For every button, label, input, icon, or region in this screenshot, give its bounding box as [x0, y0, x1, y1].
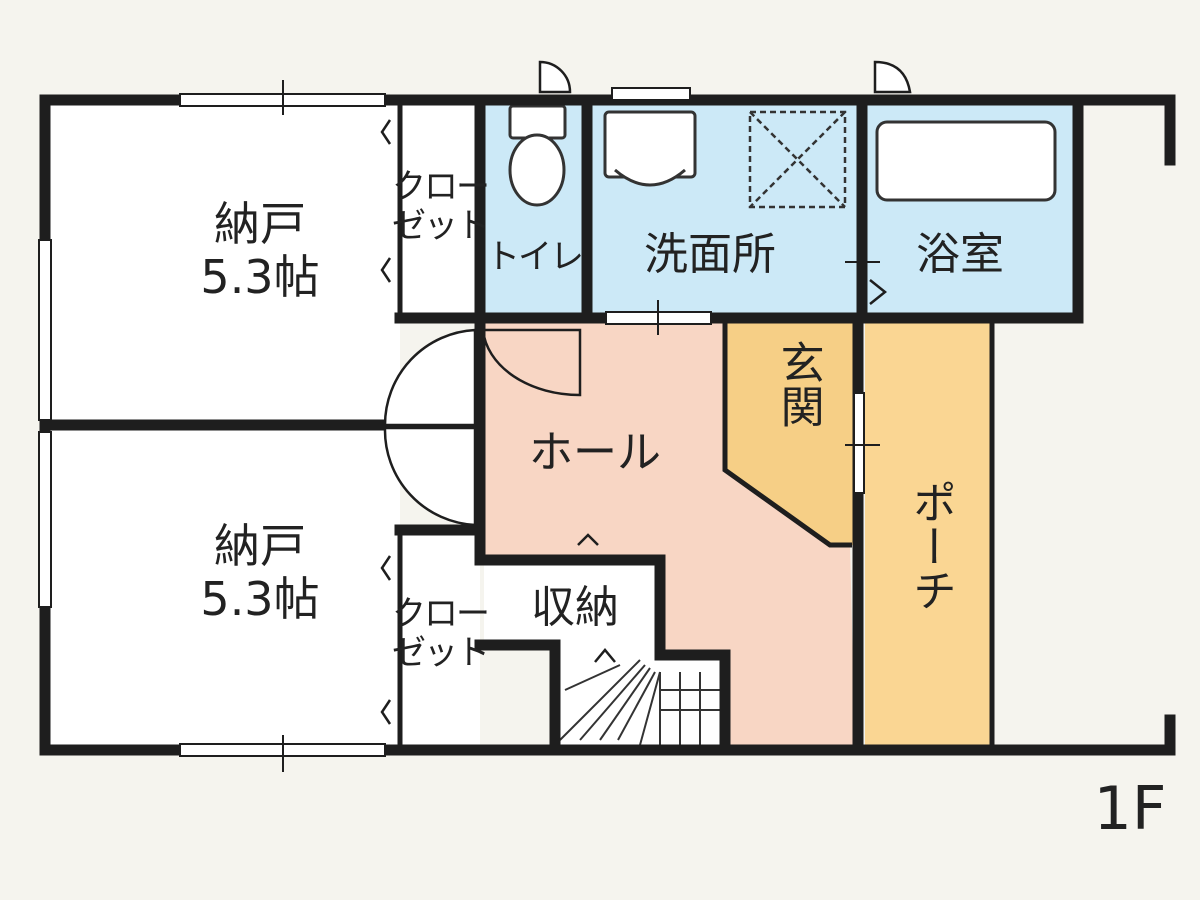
storage-label: 収納 [531, 582, 619, 633]
bathtub-fixture [875, 120, 1057, 202]
room-toilet-label: トイレ [486, 237, 584, 277]
toilet-fixture [508, 104, 567, 207]
closet-top-line2: ゼット [392, 206, 490, 247]
closet-top-line1: クロー [392, 167, 490, 207]
floor-label: 1F [1093, 774, 1167, 844]
room-porch-label: ポーチ [904, 480, 956, 612]
storage-fill [484, 565, 660, 650]
washer-space [748, 110, 847, 209]
room-nando-top-size: 5.3帖 [200, 249, 320, 304]
doors [380, 60, 912, 725]
room-porch-fill [865, 318, 992, 750]
room-nando-bottom-size: 5.3帖 [200, 571, 320, 626]
window-ticks [282, 80, 880, 772]
closet-bottom-fill [400, 533, 480, 750]
room-entrance-label: 玄関 [772, 340, 824, 428]
washbasin-fixture [603, 110, 697, 187]
closet-top-fill [400, 100, 480, 318]
room-hall-label: ホール [529, 427, 661, 478]
room-bath-label: 浴室 [916, 229, 1004, 280]
room-nando-bottom-fill [45, 425, 400, 750]
room-entrance-fill [725, 318, 858, 545]
thin-walls [397, 100, 995, 750]
room-washroom-label: 洗面所 [644, 229, 776, 280]
closet-bottom-line2: ゼット [392, 633, 490, 674]
room-nando-top-name: 納戸 [214, 197, 306, 251]
room-hall-fill [484, 318, 855, 750]
room-nando-top-fill [45, 100, 400, 425]
stairs [559, 659, 720, 746]
room-nando-bottom-name: 納戸 [214, 519, 306, 573]
closet-bottom-line1: クロー [392, 594, 490, 634]
